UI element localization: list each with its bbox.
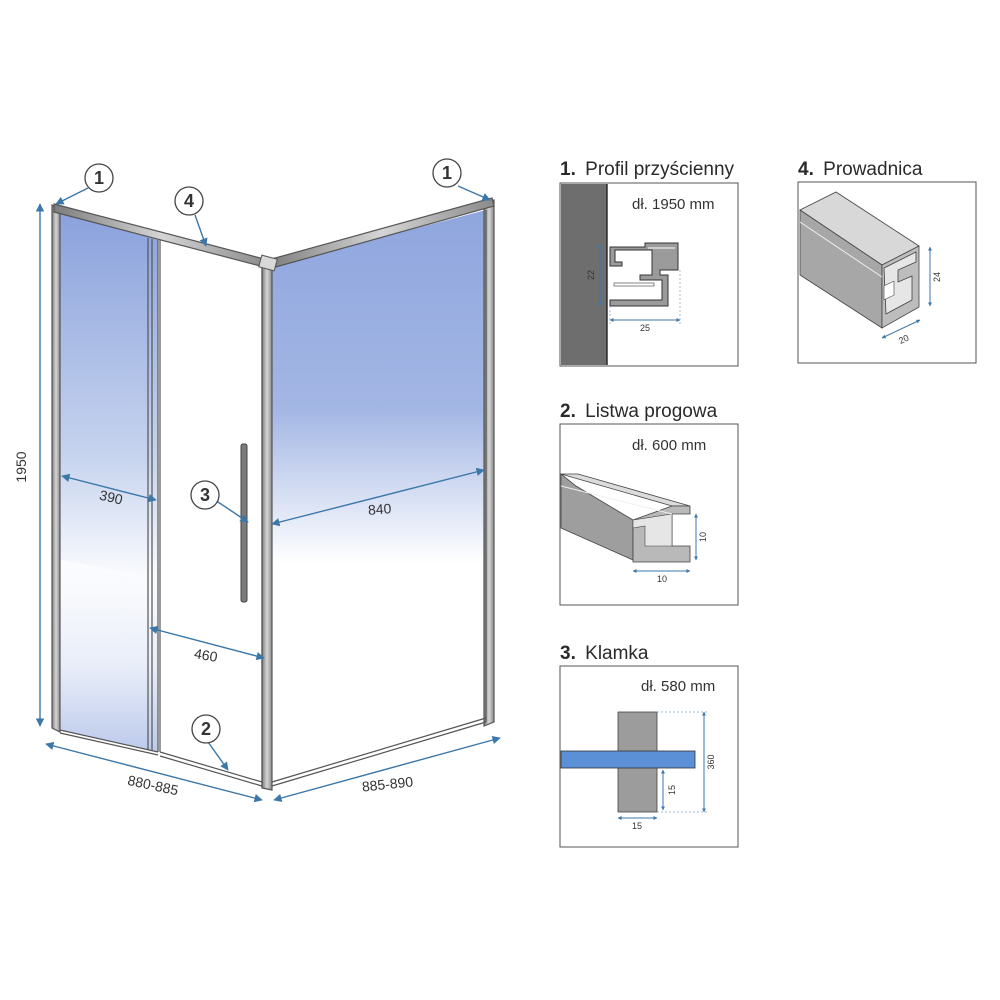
dim-wall-profile-height: 22 [586, 270, 596, 280]
door-handle [240, 443, 248, 603]
detail-number: 2. [560, 401, 576, 422]
detail-handle: 3. Klamka dł. 580 mm 360 15 15 [559, 643, 739, 848]
svg-text:1: 1 [442, 163, 452, 183]
dim-front-width: 880-885 [126, 772, 180, 798]
dimension-lines [35, 185, 501, 803]
detail-number: 3. [560, 643, 576, 664]
detail-number: 4. [798, 159, 814, 180]
handle-glass [560, 750, 696, 769]
callout-3: 3 [190, 480, 220, 510]
callout-2: 2 [191, 714, 221, 744]
detail-length: dł. 580 mm [641, 678, 715, 695]
detail-length: dł. 1950 mm [632, 196, 715, 213]
detail-title: Prowadnica [823, 159, 923, 180]
callout-1-left: 1 [84, 163, 114, 193]
detail-threshold-strip: 2. Listwa progowa dł. 600 mm 10 10 [559, 401, 739, 606]
callouts: 1 1 4 3 2 [84, 158, 462, 744]
svg-text:4: 4 [184, 191, 194, 211]
dim-threshold-height: 10 [698, 532, 708, 542]
svg-text:2: 2 [201, 719, 211, 739]
callout-1-right: 1 [432, 158, 462, 188]
dim-handle-depth: 15 [667, 785, 677, 795]
dim-handle-width: 15 [632, 821, 642, 831]
detail-title: Profil przyścienny [585, 159, 734, 180]
svg-text:4. Prowadnica: 4. Prowadnica [798, 159, 923, 180]
left-fixed-glass-lower [60, 560, 158, 752]
dim-threshold-width: 10 [657, 574, 667, 584]
svg-text:3. Klamka: 3. Klamka [560, 643, 649, 664]
detail-wall-profile: 1. Profil przyścienny dł. 1950 mm 22 25 [559, 159, 739, 367]
dim-handle-length: 360 [706, 754, 716, 769]
detail-title: Klamka [585, 643, 649, 664]
svg-text:2. Listwa progowa: 2. Listwa progowa [560, 401, 718, 422]
dim-right-panel: 840 [367, 500, 392, 518]
detail-length: dł. 600 mm [632, 437, 706, 454]
dim-side-width: 885-890 [361, 773, 414, 794]
detail-number: 1. [560, 159, 576, 180]
svg-text:1. Profil przyścienny: 1. Profil przyścienny [560, 159, 735, 180]
dim-wall-profile-width: 25 [640, 323, 650, 333]
dim-guide-rail-width: 20 [897, 333, 910, 346]
svg-text:3: 3 [200, 485, 210, 505]
right-panel-glass [272, 210, 486, 780]
callout-4: 4 [174, 186, 204, 216]
wall-profile-section [609, 242, 679, 307]
dim-guide-rail-height: 24 [932, 272, 942, 282]
detail-title: Listwa progowa [585, 401, 717, 422]
svg-text:1: 1 [94, 168, 104, 188]
dim-height: 1950 [13, 451, 29, 482]
detail-guide-rail: 4. Prowadnica 24 20 [797, 159, 977, 364]
dim-door-opening: 460 [193, 645, 219, 665]
dim-left-panel: 390 [98, 487, 125, 508]
